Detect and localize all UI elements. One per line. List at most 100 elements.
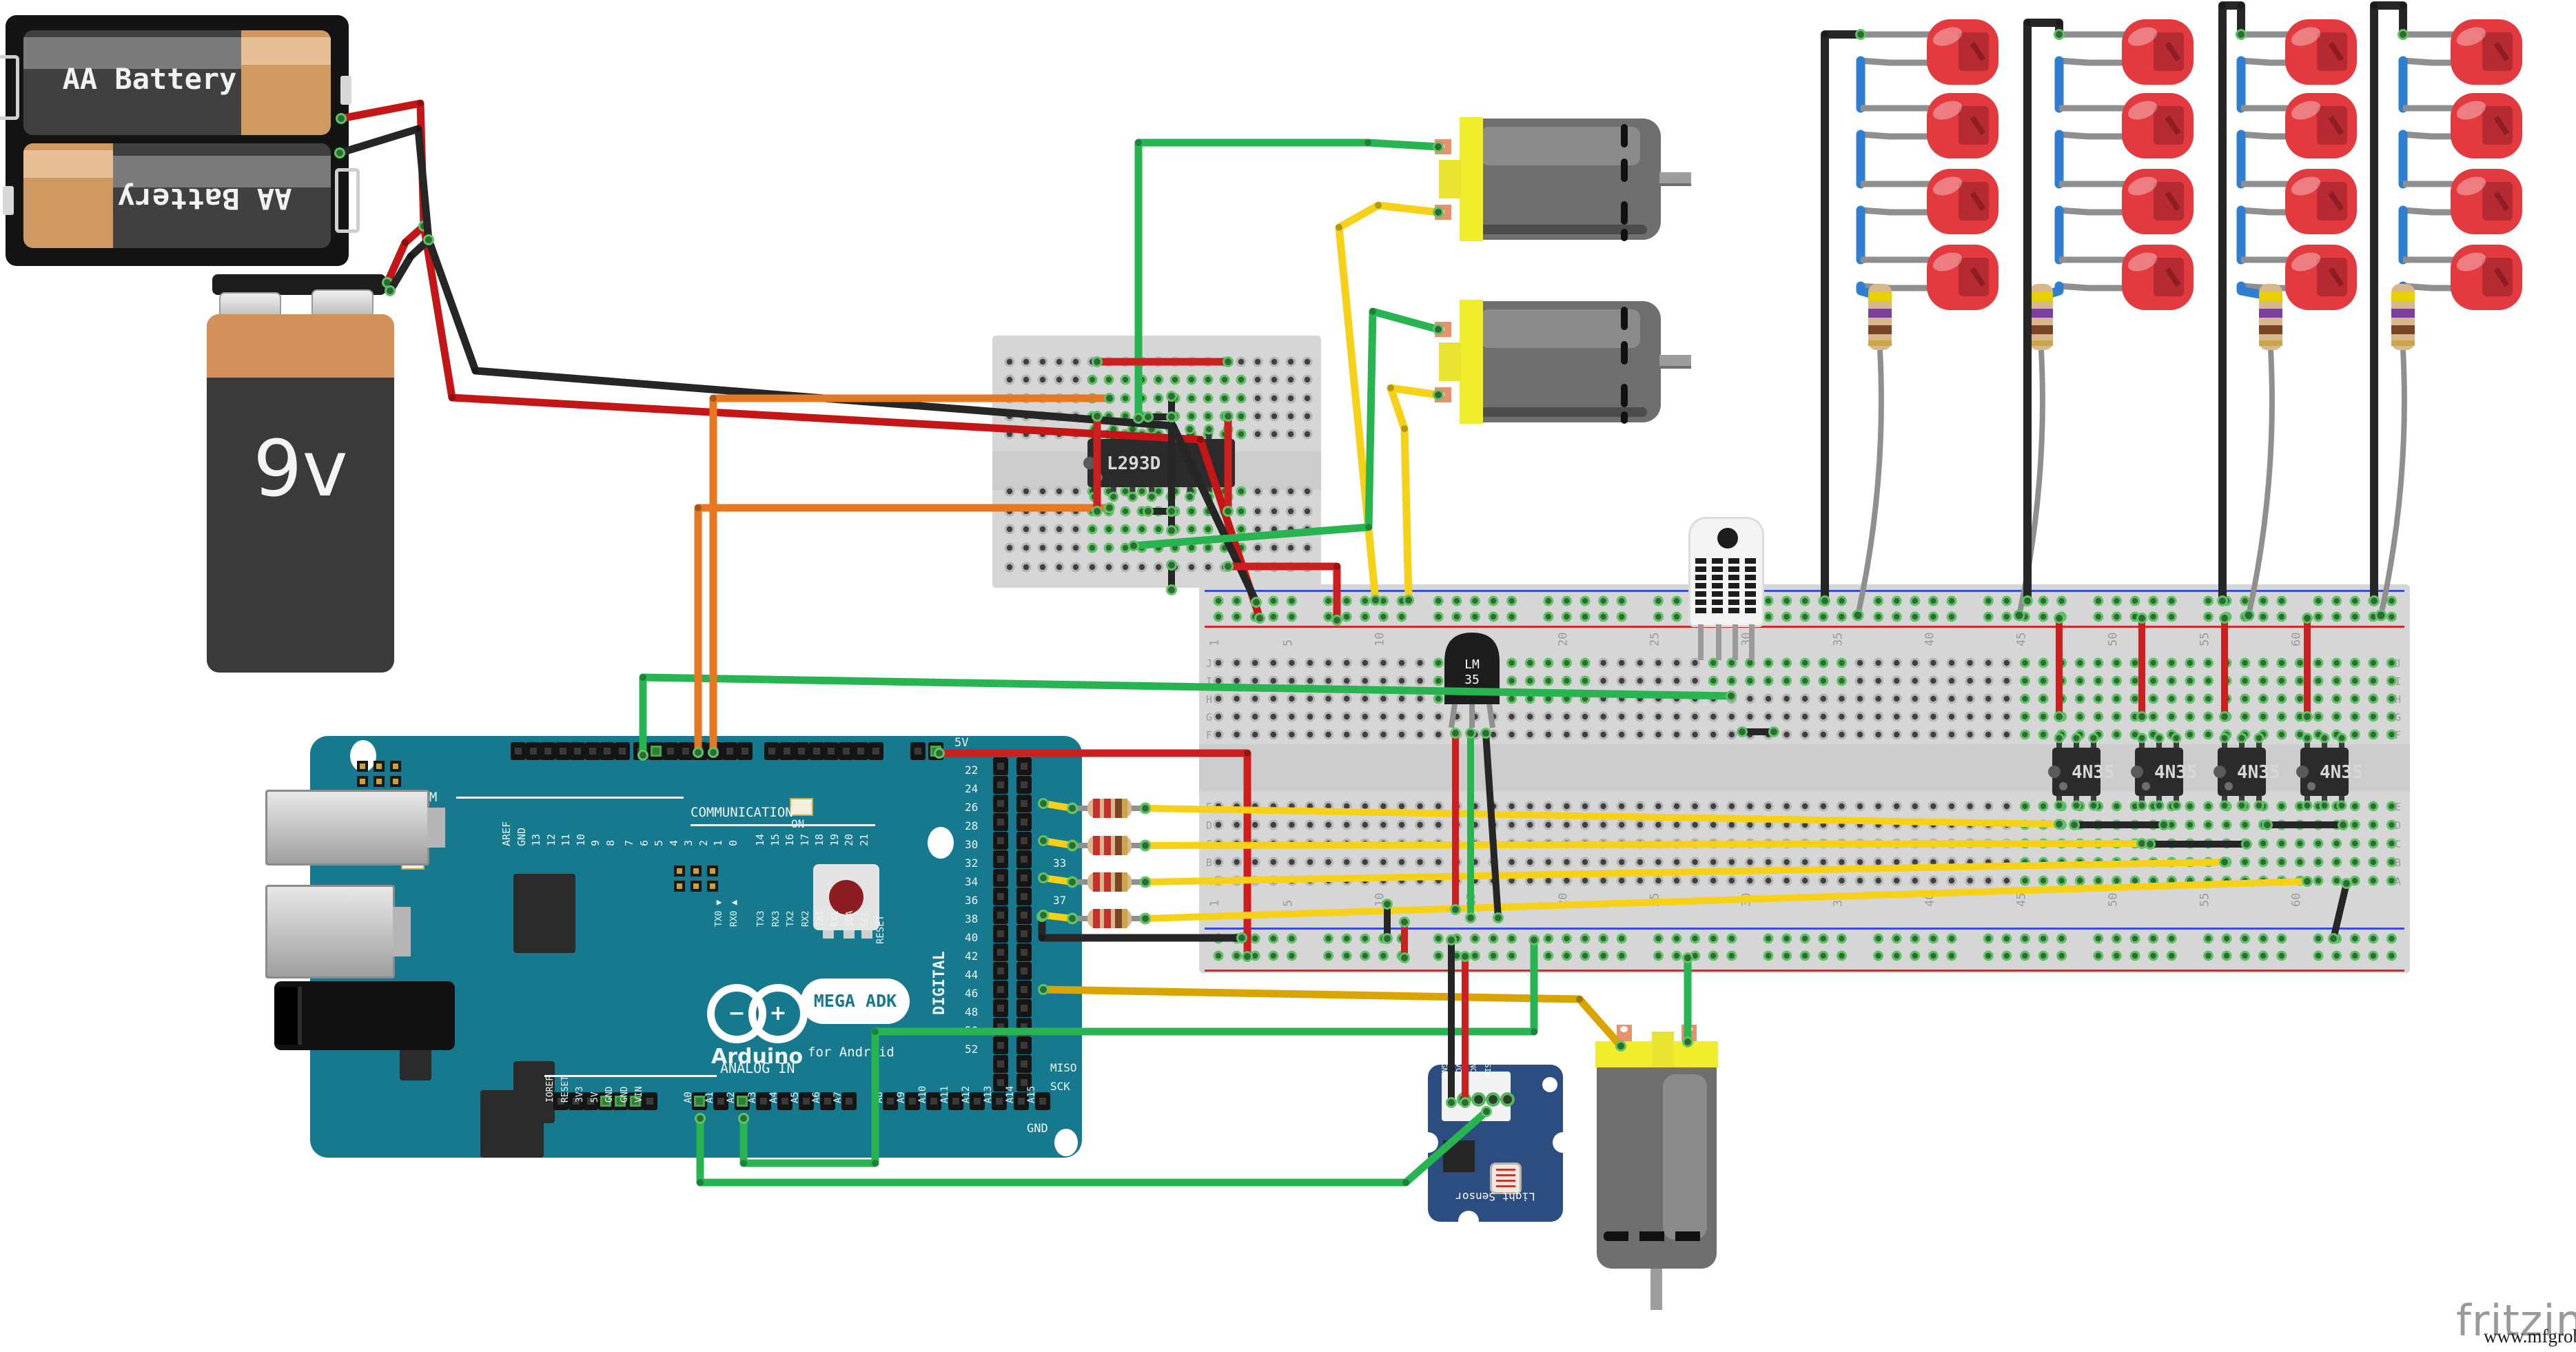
pin-socket (1016, 888, 1032, 905)
pin-socket (614, 742, 630, 760)
svg-text:E: E (2395, 801, 2401, 813)
pin-socket (707, 742, 723, 760)
pin-socket (910, 742, 926, 760)
nine-volt-battery: 9v (207, 274, 394, 674)
pin-label: A14 (1004, 1085, 1016, 1103)
pin-label: 18 (813, 833, 826, 846)
svg-text:15: 15 (1464, 893, 1478, 907)
pin-label: A9 (895, 1092, 907, 1103)
svg-text:55: 55 (2198, 633, 2211, 646)
big-breadboard: 1155101015152020252530303535404045455050… (1199, 584, 2410, 973)
arduino-logo: + (748, 984, 808, 1043)
sensor-pin-label: NC (1469, 1063, 1478, 1073)
pin-socket (553, 1092, 569, 1110)
svg-text:50: 50 (2106, 633, 2120, 646)
pin-label: TX3 (756, 910, 766, 927)
pin-socket (853, 742, 868, 760)
pin-socket (764, 742, 779, 760)
pin-label: 46 (965, 987, 979, 1000)
wire-aa-battery-black (336, 125, 1260, 606)
wire-aa-battery-red (337, 99, 1264, 622)
pin-label: A3 (747, 1092, 758, 1103)
svg-text:D: D (1206, 819, 1212, 832)
pin-label: TX1 (815, 910, 826, 927)
svg-text:C: C (1206, 838, 1212, 850)
pin-socket (648, 742, 664, 760)
pin-socket (584, 742, 600, 760)
pin-label: VIN (634, 1086, 644, 1103)
aa-battery-holder: AA Battery AA Battery (0, 15, 360, 266)
pin-label: 3 (682, 839, 695, 846)
pin-socket (713, 1092, 728, 1110)
pin-label: 37 (1053, 894, 1067, 907)
for-android-label: for Android (808, 1045, 895, 1060)
led-col2-black (2023, 19, 2063, 605)
sensor-pin-label: GND (1440, 1063, 1449, 1077)
pin-socket (1016, 962, 1032, 980)
wire-pin3-orange (694, 504, 1114, 757)
svg-text:5: 5 (1281, 639, 1295, 646)
watermark-url: www.mfgrobots.com (2484, 1326, 2576, 1346)
usb-host-port (265, 885, 411, 979)
motor-shaft (1659, 172, 1691, 186)
pin-socket (677, 742, 693, 760)
pin-label: SCL (859, 910, 870, 927)
sensor-ic (1443, 1140, 1475, 1172)
led-on (790, 798, 813, 816)
svg-text:4N35: 4N35 (2072, 762, 2115, 783)
pin-socket (692, 1092, 707, 1110)
svg-text:5: 5 (1281, 900, 1295, 907)
pin-socket (993, 925, 1008, 943)
pin-socket (824, 742, 839, 760)
mega-adk-label: MEGA ADK (801, 979, 910, 1024)
wire-lm35-black (1482, 730, 1502, 921)
pin-socket (993, 943, 1008, 961)
ic-chip (513, 874, 575, 953)
optocoupler-4n35: 4N35 (2048, 733, 2115, 811)
optocoupler-4n35: 4N35 (2214, 733, 2280, 811)
pin-socket (663, 742, 678, 760)
svg-text:LM: LM (1464, 657, 1480, 672)
svg-text:55: 55 (2198, 893, 2211, 907)
pin-label: GND (619, 1086, 630, 1103)
pin-socket (1016, 1055, 1032, 1073)
pin-label: MISO (1050, 1061, 1077, 1074)
reset-button[interactable] (813, 864, 879, 939)
pin-label: A2 (726, 1092, 737, 1103)
svg-text:50: 50 (2106, 893, 2120, 907)
pin-label: 7 (623, 839, 635, 846)
svg-text:F: F (1206, 729, 1212, 741)
pin-socket (1016, 1036, 1032, 1054)
pin-label: SCK (1050, 1080, 1070, 1093)
pin-label: A7 (832, 1092, 844, 1103)
led-col1-black (1821, 30, 1865, 605)
pin-socket (722, 742, 737, 760)
svg-text:20: 20 (1556, 893, 1570, 907)
pin-label: 12 (544, 833, 558, 846)
svg-text:H: H (2395, 693, 2401, 706)
svg-text:20: 20 (1556, 633, 1570, 646)
pin-socket (1016, 776, 1032, 794)
pin-label: GND (515, 827, 528, 846)
small-breadboard (992, 336, 1321, 588)
pin-label: 4 (667, 839, 680, 846)
pin-socket (993, 850, 1008, 868)
led-col4-black (2370, 1, 2407, 605)
sensor-pin-label: SIG (1483, 1063, 1492, 1077)
svg-text:35: 35 (1831, 633, 1845, 646)
pin-socket (928, 742, 943, 760)
pin-socket (1016, 795, 1032, 812)
pin-label: 42 (965, 950, 979, 963)
pin-label: 20 (843, 833, 855, 846)
pin-label: 1 (712, 839, 724, 846)
pin-label: 5 (653, 839, 665, 846)
power-jack (274, 981, 455, 1050)
svg-text:60: 60 (2289, 893, 2303, 907)
wire-9v-black-lead (386, 236, 433, 295)
label-5v: 5V (954, 736, 969, 750)
pin-socket (1016, 943, 1032, 961)
pin-socket (993, 888, 1008, 905)
wire-motor1-yellow (1335, 201, 1442, 604)
pin-label: A0 (683, 1092, 694, 1103)
